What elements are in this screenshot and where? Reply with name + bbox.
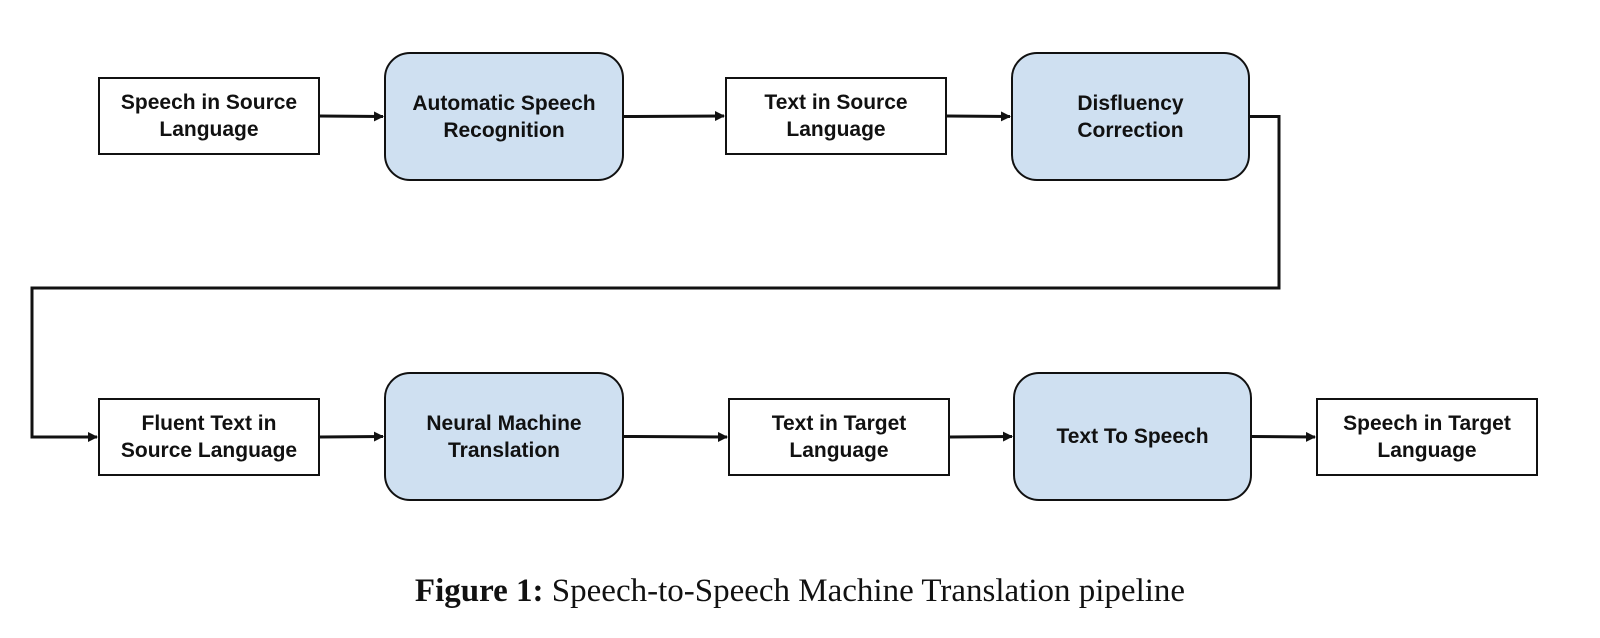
- edge-fluent-text-to-nmt: [319, 431, 384, 442]
- node-automatic-speech-recognition: Automatic Speech Recognition: [384, 52, 624, 181]
- edge-text-target-to-tts: [949, 431, 1013, 442]
- node-text-in-target-language: Text in Target Language: [728, 398, 950, 476]
- edge-nmt-to-text-target: [623, 431, 728, 442]
- node-fluent-text-in-source-language: Fluent Text in Source Language: [98, 398, 320, 476]
- caption-text: Speech-to-Speech Machine Translation pip…: [543, 573, 1186, 609]
- node-speech-in-target-language: Speech in Target Language: [1316, 398, 1538, 476]
- node-text-to-speech: Text To Speech: [1013, 372, 1252, 501]
- edge-tts-to-speech-target: [1251, 431, 1316, 442]
- node-neural-machine-translation: Neural Machine Translation: [384, 372, 624, 501]
- edge-text-source-to-disfluency: [946, 111, 1011, 122]
- node-disfluency-correction: Disfluency Correction: [1011, 52, 1250, 181]
- node-text-in-source-language: Text in Source Language: [725, 77, 947, 155]
- edge-asr-to-text-source: [623, 111, 725, 122]
- edge-speech-source-to-asr: [319, 111, 384, 122]
- node-speech-in-source-language: Speech in Source Language: [98, 77, 320, 155]
- figure-caption: Figure 1: Speech-to-Speech Machine Trans…: [0, 570, 1600, 612]
- edge-disfluency-to-fluent-text: [30, 115, 1281, 442]
- caption-label: Figure 1:: [414, 573, 544, 609]
